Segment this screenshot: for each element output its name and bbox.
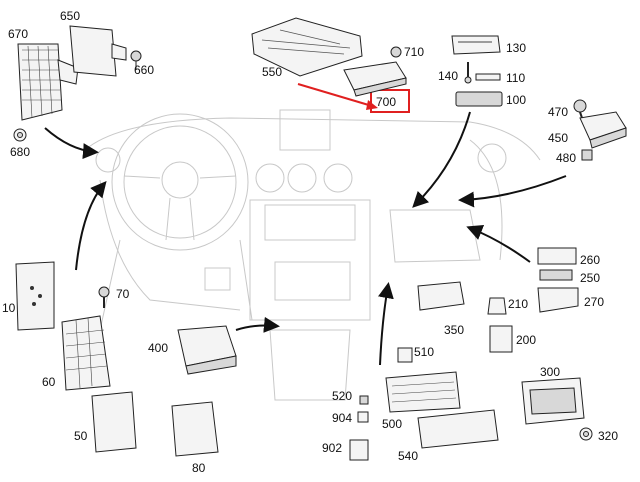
label-300: 300 bbox=[540, 365, 560, 379]
dashboard-outline bbox=[84, 109, 541, 401]
label-500: 500 bbox=[382, 417, 402, 431]
label-450: 450 bbox=[548, 131, 568, 145]
label-100: 100 bbox=[506, 93, 526, 107]
pointer-arrows bbox=[44, 111, 567, 366]
highlight-700 bbox=[297, 83, 410, 113]
part-shapes bbox=[13, 17, 627, 461]
label-250: 250 bbox=[580, 271, 600, 285]
label-902: 902 bbox=[322, 441, 342, 455]
label-470: 470 bbox=[548, 105, 568, 119]
label-270: 270 bbox=[584, 295, 604, 309]
label-320: 320 bbox=[598, 429, 618, 443]
label-130: 130 bbox=[506, 41, 526, 55]
label-710: 710 bbox=[404, 45, 424, 59]
label-50: 50 bbox=[74, 429, 88, 443]
label-520: 520 bbox=[332, 389, 352, 403]
label-350: 350 bbox=[444, 323, 464, 337]
label-70: 70 bbox=[116, 287, 130, 301]
label-60: 60 bbox=[42, 375, 56, 389]
label-80: 80 bbox=[192, 461, 206, 475]
label-650: 650 bbox=[60, 9, 80, 23]
label-110: 110 bbox=[506, 71, 525, 85]
label-400: 400 bbox=[148, 341, 168, 355]
label-210: 210 bbox=[508, 297, 528, 311]
label-550: 550 bbox=[262, 65, 282, 79]
label-700: 700 bbox=[376, 95, 396, 109]
callout-labels: 650 670 660 680 550 710 700 130 140 110 … bbox=[2, 9, 618, 475]
label-904: 904 bbox=[332, 411, 352, 425]
label-480: 480 bbox=[556, 151, 576, 165]
label-260: 260 bbox=[580, 253, 600, 267]
label-670: 670 bbox=[8, 27, 28, 41]
label-660: 660 bbox=[134, 63, 154, 77]
label-540: 540 bbox=[398, 449, 418, 463]
label-10: 10 bbox=[2, 301, 16, 315]
label-680: 680 bbox=[10, 145, 30, 159]
label-510: 510 bbox=[414, 345, 434, 359]
label-200: 200 bbox=[516, 333, 536, 347]
label-140: 140 bbox=[438, 69, 458, 83]
